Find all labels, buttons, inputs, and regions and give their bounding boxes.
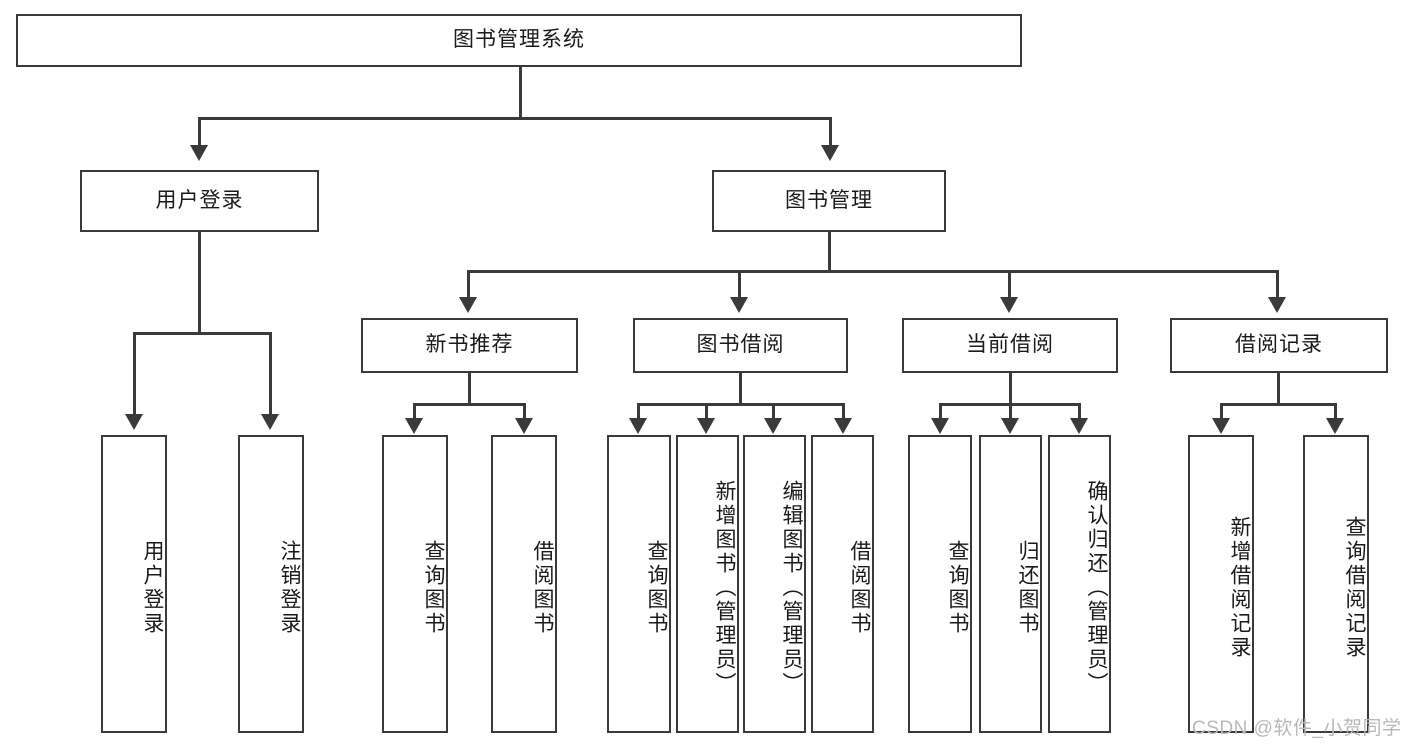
arrowhead-leaf-borrow-book-1	[515, 418, 533, 434]
connector-book-borrow-c2	[705, 403, 708, 418]
arrowhead-new-book-rec	[459, 297, 477, 313]
node-label: 查询图书	[422, 540, 445, 636]
connector-current-borrow-trunk	[1009, 373, 1012, 405]
node-leaf-edit-book[interactable]: 编辑图书（管理员）	[743, 435, 806, 733]
connector-borrow-record-trunk	[1277, 373, 1280, 405]
arrowhead-leaf-query-book-1	[405, 418, 423, 434]
node-leaf-confirm-return[interactable]: 确认归还（管理员）	[1048, 435, 1111, 733]
node-user-login[interactable]: 用户登录	[80, 170, 319, 232]
node-leaf-logout[interactable]: 注销登录	[238, 435, 304, 733]
connector-new-book-rec-c2	[523, 403, 526, 418]
connector-current-borrow-c3	[1078, 403, 1081, 418]
node-leaf-query-book-1[interactable]: 查询图书	[382, 435, 448, 733]
arrowhead-leaf-borrow-book-2	[834, 418, 852, 434]
node-label: 归还图书	[1016, 540, 1039, 636]
node-leaf-add-book[interactable]: 新增图书（管理员）	[676, 435, 739, 733]
node-label: 查询借阅记录	[1343, 516, 1366, 660]
node-leaf-query-book-2[interactable]: 查询图书	[607, 435, 671, 733]
connector-book-borrow-c4	[842, 403, 845, 418]
arrowhead-current-borrow	[1000, 297, 1018, 313]
arrowhead-leaf-query-record	[1326, 418, 1344, 434]
node-new-book-rec[interactable]: 新书推荐	[361, 318, 578, 373]
node-label: 借阅图书	[848, 540, 871, 636]
arrowhead-leaf-return-book	[1001, 418, 1019, 434]
connector-root-bar	[198, 117, 832, 120]
node-label: 用户登录	[141, 540, 164, 636]
node-leaf-add-record[interactable]: 新增借阅记录	[1188, 435, 1254, 733]
connector-root-to-book-manage	[829, 117, 832, 145]
arrowhead-leaf-confirm-return	[1070, 418, 1088, 434]
connector-user-login-left	[133, 332, 136, 414]
connector-user-login-right	[269, 332, 272, 414]
node-book-manage[interactable]: 图书管理	[712, 170, 946, 232]
connector-book-borrow-c3	[772, 403, 775, 418]
node-borrow-record[interactable]: 借阅记录	[1170, 318, 1388, 373]
node-leaf-borrow-book-1[interactable]: 借阅图书	[491, 435, 557, 733]
arrowhead-leaf-logout	[261, 414, 279, 430]
arrowhead-leaf-query-book-3	[931, 418, 949, 434]
arrowhead-borrow-record	[1268, 297, 1286, 313]
connector-borrow-record-c1	[1220, 403, 1223, 418]
connector-new-book-rec-bar	[413, 403, 526, 406]
connector-book-manage-c3	[1008, 270, 1011, 297]
node-label: 注销登录	[278, 540, 301, 636]
node-leaf-query-record[interactable]: 查询借阅记录	[1303, 435, 1369, 733]
connector-root-trunk	[519, 67, 522, 119]
connector-book-manage-c2	[738, 270, 741, 297]
node-label: 编辑图书（管理员）	[780, 480, 803, 696]
connector-book-borrow-trunk	[739, 373, 742, 405]
connector-book-manage-bar	[467, 270, 1279, 273]
node-leaf-user-login[interactable]: 用户登录	[101, 435, 167, 733]
node-book-borrow[interactable]: 图书借阅	[633, 318, 848, 373]
node-label: 图书管理	[785, 188, 873, 212]
arrowhead-leaf-add-book	[697, 418, 715, 434]
node-label: 新增借阅记录	[1228, 516, 1251, 660]
node-label: 借阅记录	[1235, 333, 1323, 357]
connector-current-borrow-c2	[1009, 403, 1012, 418]
node-label: 借阅图书	[531, 540, 554, 636]
node-leaf-return-book[interactable]: 归还图书	[979, 435, 1042, 733]
node-label: 图书借阅	[696, 333, 785, 357]
connector-book-manage-trunk	[828, 232, 831, 272]
node-label: 图书管理系统	[453, 28, 585, 52]
node-label: 查询图书	[645, 540, 668, 636]
csdn-watermark: CSDN @软件_小贺同学	[1192, 718, 1402, 739]
node-label: 当前借阅	[966, 333, 1054, 357]
arrowhead-leaf-edit-book	[764, 418, 782, 434]
arrowhead-leaf-add-record	[1212, 418, 1230, 434]
arrowhead-book-manage	[821, 145, 839, 161]
connector-borrow-record-c2	[1334, 403, 1337, 418]
node-label: 新增图书（管理员）	[713, 480, 736, 696]
node-current-borrow[interactable]: 当前借阅	[902, 318, 1118, 373]
connector-borrow-record-bar	[1220, 403, 1337, 406]
node-label: 查询图书	[946, 540, 969, 636]
arrowhead-user-login	[190, 145, 208, 161]
connector-book-borrow-c1	[637, 403, 640, 418]
node-leaf-borrow-book-2[interactable]: 借阅图书	[811, 435, 874, 733]
connector-root-to-user-login	[198, 117, 201, 145]
arrowhead-book-borrow	[730, 297, 748, 313]
node-label: 确认归还（管理员）	[1085, 480, 1108, 696]
node-root-system[interactable]: 图书管理系统	[16, 14, 1022, 67]
connector-book-manage-c4	[1276, 270, 1279, 297]
connector-book-manage-c1	[467, 270, 470, 297]
connector-new-book-rec-trunk	[468, 373, 471, 405]
node-label: 用户登录	[155, 188, 244, 212]
node-label: 新书推荐	[425, 333, 514, 357]
connector-new-book-rec-c1	[413, 403, 416, 418]
connector-user-login-bar	[133, 332, 271, 335]
node-leaf-query-book-3[interactable]: 查询图书	[908, 435, 972, 733]
connector-book-borrow-bar	[637, 403, 845, 406]
connector-current-borrow-c1	[939, 403, 942, 418]
arrowhead-leaf-user-login	[125, 414, 143, 430]
connector-user-login-trunk	[198, 232, 201, 334]
arrowhead-leaf-query-book-2	[629, 418, 647, 434]
